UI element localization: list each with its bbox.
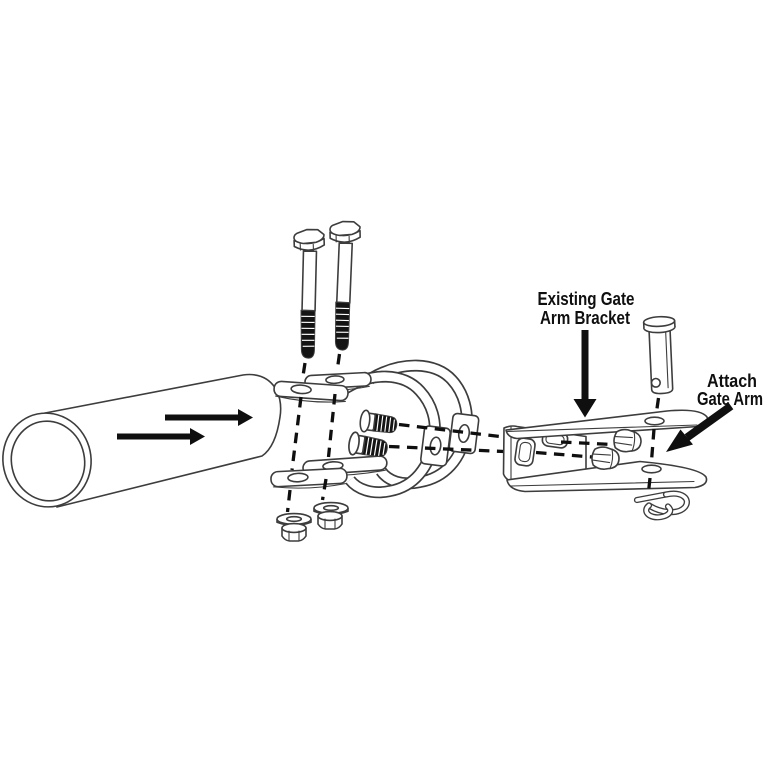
clevis-pin — [642, 315, 676, 395]
bracket-bottom-hole — [641, 464, 662, 474]
clamp-side-bolt-lower — [346, 430, 390, 461]
bracket-nut-upper — [612, 427, 643, 455]
hex-nut-front — [281, 522, 307, 542]
down-left-arrow-icon — [666, 429, 693, 452]
down-arrow-icon — [573, 330, 597, 418]
hex-bolt-left — [292, 228, 330, 360]
existing-bracket-label-line2: Arm Bracket — [540, 307, 630, 328]
hex-nut-back — [317, 510, 343, 530]
bracket-slot-lower — [514, 437, 536, 467]
clevis-pin-dashed-line — [646, 397, 661, 493]
alignment-dashed-lines-horizontal — [388, 422, 505, 454]
bracket-top-hole — [644, 416, 665, 426]
alignment-dashed-lines-bracket — [535, 440, 614, 459]
gate-arm-pipe — [2, 373, 282, 508]
pipe-body — [39, 373, 282, 508]
alignment-dashed-lines-vertical — [285, 353, 342, 513]
pipe-clamp — [270, 359, 481, 499]
attach-label-line2: Gate Arm — [697, 388, 763, 409]
bracket-nut-lower — [590, 445, 621, 472]
right-arrow-icon — [165, 409, 253, 426]
right-arrow-icon — [117, 428, 205, 445]
clamp-lug-front — [419, 424, 452, 468]
callout-attach-gate-arm: Attach Gate Arm — [666, 370, 763, 452]
bracket-top-plate — [505, 409, 709, 440]
existing-bracket-label-line1: Existing Gate — [538, 288, 635, 309]
pipe-end-inner — [10, 420, 86, 502]
attach-label-line1: Attach — [707, 370, 757, 391]
hairpin-cotter-pin — [633, 490, 690, 521]
hex-bolt-right — [329, 220, 363, 352]
insertion-direction-arrows — [117, 409, 253, 445]
clamp-side-bolt-upper — [358, 408, 399, 437]
callout-existing-bracket: Existing Gate Arm Bracket — [538, 288, 635, 418]
clamp-bottom-plate-front — [270, 467, 348, 489]
clamp-top-plate-front — [273, 380, 349, 403]
